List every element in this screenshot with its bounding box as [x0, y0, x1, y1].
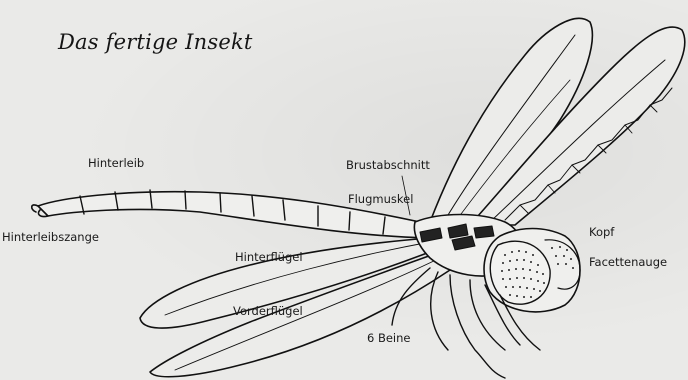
label-facettenauge: Facettenauge — [589, 255, 667, 269]
diagram-title: Das fertige Insekt — [58, 30, 253, 54]
label-kopf: Kopf — [589, 225, 614, 239]
label-brustabschnitt: Brustabschnitt — [346, 158, 430, 172]
label-beine: 6 Beine — [367, 331, 411, 345]
label-flugmuskel: Flugmuskel — [348, 192, 413, 206]
label-hinterfluegel: Hinterflügel — [235, 250, 303, 264]
label-hinterleibszange: Hinterleibszange — [2, 230, 99, 244]
label-vorderfluegel: Vorderflügel — [233, 304, 303, 318]
label-hinterleib: Hinterleib — [88, 156, 144, 170]
